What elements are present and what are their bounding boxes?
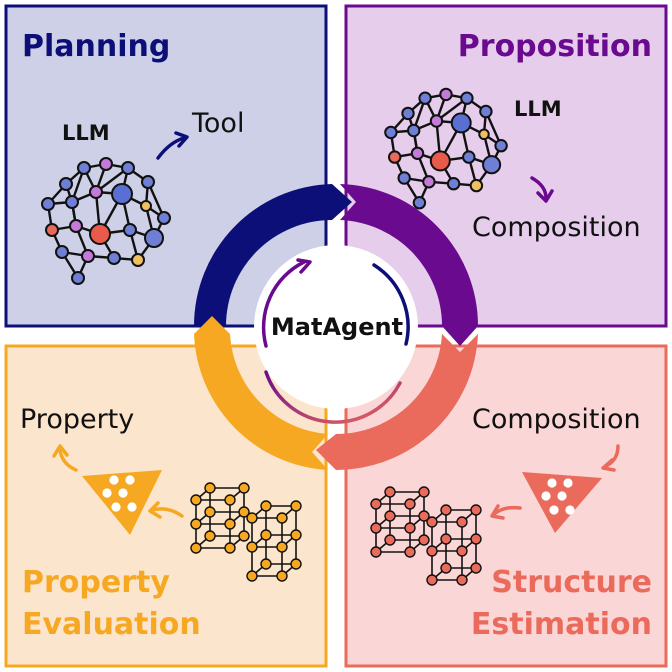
structure-estimation-title-line1: Structure [491, 565, 652, 600]
ring-segment-proposition [340, 184, 479, 346]
arrow-icon [530, 176, 554, 203]
arrow-icon [148, 501, 184, 519]
planning-title: Planning [22, 29, 170, 64]
property-label: Property [20, 404, 134, 435]
crystal-lattice-icon [370, 486, 482, 586]
property-evaluation-title-line1: Property [22, 565, 170, 600]
ring-segment-structure [316, 334, 478, 471]
planning-tool-label: Tool [191, 108, 244, 139]
structure-estimation-title-line2: Estimation [471, 607, 652, 642]
arrow-icon [52, 444, 78, 472]
arrow-icon [490, 504, 522, 520]
proposition-llm-label: LLM [514, 97, 562, 121]
ring-segment-planning [194, 184, 352, 326]
brain-network-icon [41, 157, 171, 285]
structure-estimation-panel [344, 344, 668, 668]
brain-network-icon [384, 87, 508, 210]
planning-panel [4, 4, 328, 328]
proposition-title: Proposition [458, 29, 652, 64]
structure-composition-label: Composition [472, 404, 641, 435]
arrow-icon [156, 131, 189, 160]
ring-segment-property [194, 316, 328, 470]
crystal-lattice-icon [190, 482, 302, 582]
cycle-ring: MatAgent [194, 184, 479, 471]
powder-scoop-icon [522, 472, 602, 533]
property-evaluation-title-line2: Evaluation [22, 607, 201, 642]
planning-llm-label: LLM [62, 121, 110, 145]
arrow-icon [601, 444, 620, 472]
proposition-composition-label: Composition [472, 212, 641, 243]
center-label: MatAgent [271, 313, 403, 341]
powder-scoop-icon [82, 470, 162, 535]
